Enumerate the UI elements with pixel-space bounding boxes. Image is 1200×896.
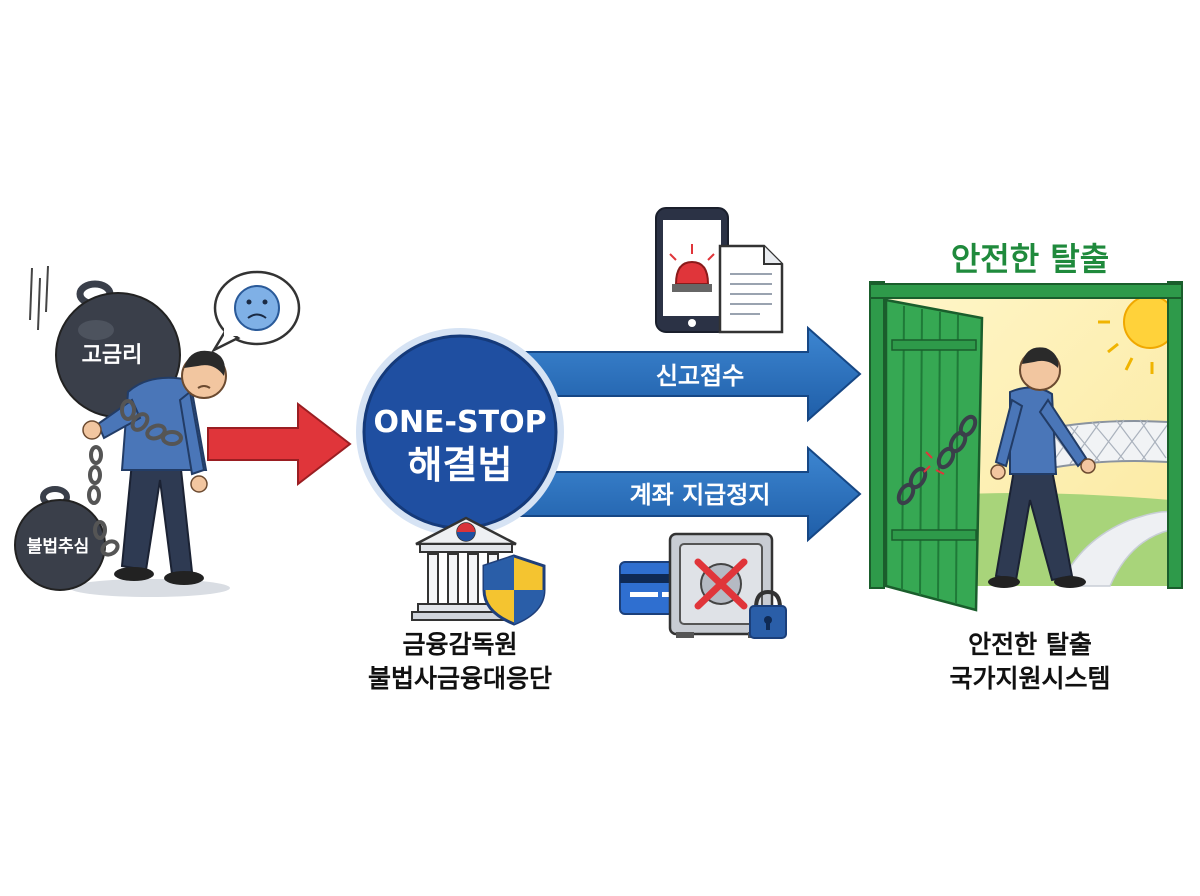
blue-arrows: 신고접수 계좌 지급정지 xyxy=(520,328,860,540)
exit-scene xyxy=(870,282,1182,610)
report-arrow-label: 신고접수 xyxy=(656,362,744,390)
phone-alert-icon xyxy=(656,208,728,332)
red-arrow xyxy=(208,404,350,484)
open-door xyxy=(886,300,982,610)
document-icon xyxy=(720,246,782,332)
agency-label-line1: 금융감독원 xyxy=(340,628,580,662)
exit-caption-line1: 안전한 탈출 xyxy=(900,628,1160,662)
agency-label: 금융감독원 불법사금융대응단 xyxy=(340,628,580,696)
hub-subtitle: 해결법 xyxy=(408,443,513,487)
one-stop-hub: ONE-STOP 해결법 xyxy=(356,328,564,536)
exit-caption-line2: 국가지원시스템 xyxy=(900,662,1160,696)
motion-lines xyxy=(30,266,48,330)
freeze-arrow-label: 계좌 지급정지 xyxy=(630,481,771,509)
weight-label-illegal-collection: 불법추심 xyxy=(27,537,90,557)
agency-label-line2: 불법사금융대응단 xyxy=(340,662,580,696)
exit-caption: 안전한 탈출 국가지원시스템 xyxy=(900,628,1160,696)
hub-title: ONE-STOP xyxy=(373,405,546,440)
exit-title: 안전한 탈출 xyxy=(880,234,1180,280)
sad-face-icon xyxy=(214,272,299,350)
weight-label-high-interest: 고금리 xyxy=(82,343,143,368)
